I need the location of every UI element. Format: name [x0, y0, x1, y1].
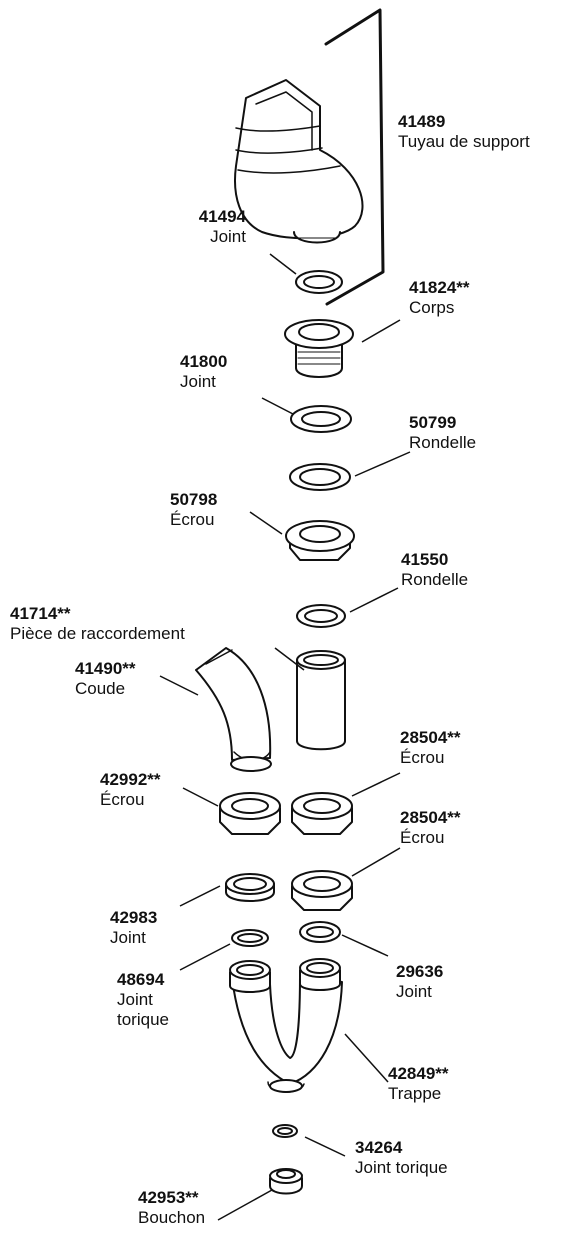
washer-41550-drawing: [296, 604, 346, 628]
label-body: 41824** Corps: [409, 278, 470, 318]
part-number: 28504**: [400, 728, 461, 747]
label-washer-50799: 50799 Rondelle: [409, 413, 476, 453]
part-number: 41489: [398, 112, 446, 131]
washer-50799-drawing: [289, 463, 351, 491]
label-nut-28504-b: 28504** Écrou: [400, 808, 461, 848]
leader-gasket-41494: [269, 253, 297, 275]
nut-42992-drawing: [219, 792, 281, 835]
part-name: Trappe: [388, 1084, 442, 1103]
label-nut-42992: 42992** Écrou: [100, 770, 161, 810]
gasket-41800-drawing: [290, 405, 352, 433]
body-41824-drawing: [284, 319, 354, 378]
part-name: Coude: [75, 679, 126, 698]
leader-body-41824: [361, 319, 401, 343]
part-name: Écrou: [170, 510, 215, 529]
part-name: Joint: [396, 982, 432, 1001]
part-name: Pièce de raccordement: [10, 624, 185, 643]
label-washer-41550: 41550 Rondelle: [401, 550, 468, 590]
part-name: Joint torique: [117, 990, 169, 1029]
part-number: 29636: [396, 962, 444, 981]
part-name: Joint torique: [355, 1158, 448, 1177]
leader-oring-48694: [179, 943, 231, 971]
part-name: Rondelle: [401, 570, 469, 589]
part-name: Joint: [180, 372, 216, 391]
label-nut-28504-a: 28504** Écrou: [400, 728, 461, 768]
leader-gasket-42983: [179, 885, 221, 907]
nut-28504-b-drawing: [291, 870, 353, 911]
oring-48694-drawing: [231, 929, 269, 947]
label-plug: 42953** Bouchon: [138, 1188, 205, 1228]
part-name: Bouchon: [138, 1208, 206, 1227]
label-gasket-29636: 29636 Joint: [396, 962, 443, 1002]
part-name: Écrou: [400, 748, 445, 767]
label-oring-48694: 48694 Joint torique: [117, 970, 197, 1030]
gasket-42983-drawing: [225, 873, 275, 902]
label-support-pipe: 41489 Tuyau de support: [398, 112, 530, 152]
part-name: Tuyau de support: [398, 132, 530, 151]
part-name: Joint: [210, 227, 246, 246]
oring-34264-drawing: [272, 1124, 298, 1138]
support-pipe-bracket: [324, 8, 385, 306]
leader-washer-41550: [349, 587, 399, 613]
part-name: Rondelle: [409, 433, 477, 452]
leader-nut-28504-a: [351, 772, 401, 797]
part-name: Corps: [409, 298, 455, 317]
part-number: 41490**: [75, 659, 136, 678]
leader-connector-41714: [274, 647, 305, 671]
support-pipe-drawing: [234, 79, 364, 244]
label-oring-34264: 34264 Joint torique: [355, 1138, 448, 1178]
part-number: 48694: [117, 970, 165, 989]
leader-plug-42953: [217, 1189, 273, 1221]
part-number: 34264: [355, 1138, 403, 1157]
leader-elbow-41490: [159, 675, 199, 696]
label-gasket-top: 41494 Joint: [170, 207, 246, 247]
gasket-29636-drawing: [299, 921, 341, 943]
plug-42953-drawing: [269, 1168, 303, 1195]
label-trap: 42849** Trappe: [388, 1064, 449, 1104]
leader-washer-50799: [354, 451, 411, 477]
label-elbow: 41490** Coude: [75, 659, 136, 699]
gasket-41494-drawing: [295, 270, 343, 294]
part-name: Écrou: [400, 828, 445, 847]
leader-nut-42992: [182, 787, 219, 807]
part-number: 41494: [198, 207, 246, 226]
leader-nut-50798: [249, 511, 283, 535]
label-connector: 41714** Pièce de raccordement: [10, 604, 185, 644]
part-name: Écrou: [100, 790, 145, 809]
leader-trap-42849: [344, 1033, 389, 1083]
elbow-41490-drawing: [195, 647, 272, 772]
label-nut-50798: 50798 Écrou: [170, 490, 217, 530]
leader-gasket-29636: [341, 934, 389, 957]
part-name: Joint: [110, 928, 146, 947]
part-number: 42992**: [100, 770, 161, 789]
part-number: 50798: [170, 490, 218, 509]
part-number: 42983: [110, 908, 158, 927]
part-number: 50799: [409, 413, 457, 432]
nut-28504-a-drawing: [291, 792, 353, 835]
part-number: 41714**: [10, 604, 71, 623]
part-number: 41800: [180, 352, 228, 371]
label-gasket-42983: 42983 Joint: [110, 908, 157, 948]
leader-gasket-41800: [261, 397, 294, 415]
part-number: 42953**: [138, 1188, 199, 1207]
part-number: 28504**: [400, 808, 461, 827]
trap-42849-drawing: [229, 958, 343, 1093]
leader-oring-34264: [304, 1136, 346, 1157]
part-number: 41824**: [409, 278, 470, 297]
nut-50798-drawing: [285, 520, 355, 561]
connector-41714-drawing: [296, 650, 346, 751]
label-gasket-41800: 41800 Joint: [180, 352, 227, 392]
part-number: 42849**: [388, 1064, 449, 1083]
part-number: 41550: [401, 550, 449, 569]
leader-nut-28504-b: [351, 847, 401, 877]
